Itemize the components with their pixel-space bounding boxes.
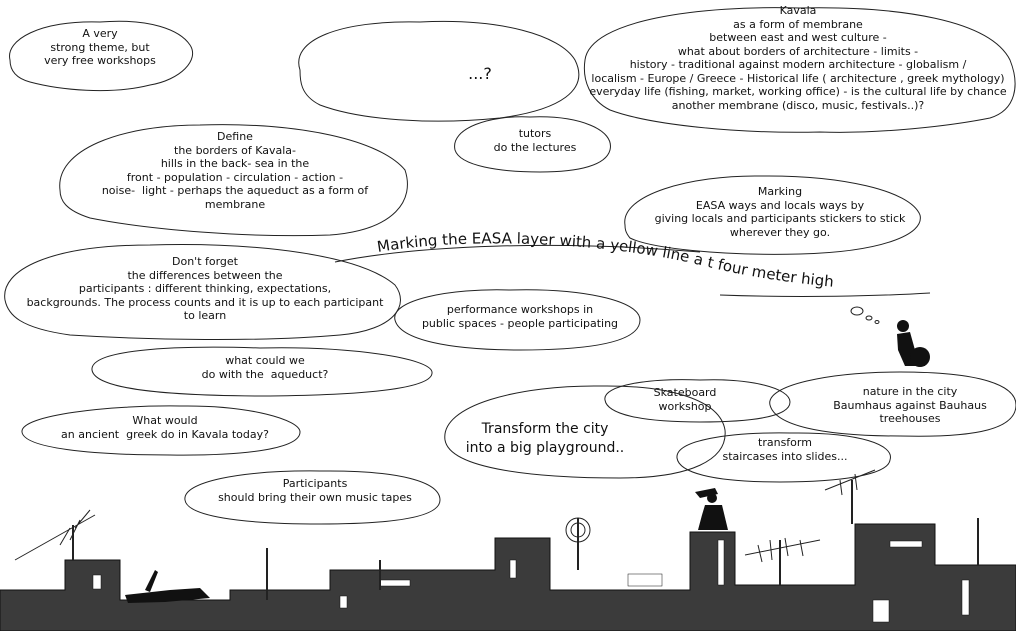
bubble-skateboard: Skateboard workshop (653, 386, 717, 413)
bubble-staircases: transform staircases into slides... (722, 436, 848, 463)
cloud-skateboard (604, 379, 791, 423)
bubble-music: Participants should bring their own musi… (218, 477, 412, 504)
cloud-kavala (583, 7, 1016, 133)
cloud-tutors (454, 116, 611, 173)
cloud-transform-city (444, 385, 726, 479)
cloud-strong-theme (9, 20, 193, 92)
bubble-ancient: What would an ancient greek do in Kavala… (61, 414, 269, 441)
bubble-tutors: tutors do the lectures (493, 127, 577, 154)
bubble-kavala: Kavala as a form of membrane between eas… (589, 4, 1007, 112)
cloud-define (59, 124, 408, 237)
city-skyline (0, 523, 1016, 631)
bubble-define: Define the borders of Kavala- hills in t… (101, 130, 369, 211)
cloud-performance (394, 289, 641, 351)
thinker-figure (897, 320, 930, 367)
bubble-aqueduct: what could we do with the aqueduct? (201, 354, 329, 381)
binocular-figure (695, 488, 728, 530)
cloud-music (184, 470, 441, 525)
bubble-transform-city: Transform the city into a big playground… (465, 421, 625, 456)
cloud-dont-forget (4, 244, 401, 341)
cloud-nature (769, 371, 1016, 437)
cloud-aqueduct (91, 346, 433, 397)
bubble-performance: performance workshops in public spaces -… (421, 303, 619, 330)
bubble-marking: Marking EASA ways and locals ways by giv… (654, 185, 906, 239)
cloud-staircases (676, 432, 891, 483)
cloud-dots (298, 20, 580, 122)
bubble-dont-forget: Don't forget the differences between the… (26, 255, 384, 322)
cloud-marking (624, 175, 921, 255)
bubble-strong-theme: A very strong theme, but very free works… (44, 27, 156, 67)
bubble-dots: ...? (468, 64, 492, 83)
lying-figure (125, 570, 210, 603)
cloud-ancient (21, 405, 301, 456)
bubble-nature: nature in the city Baumhaus against Bauh… (833, 385, 987, 425)
